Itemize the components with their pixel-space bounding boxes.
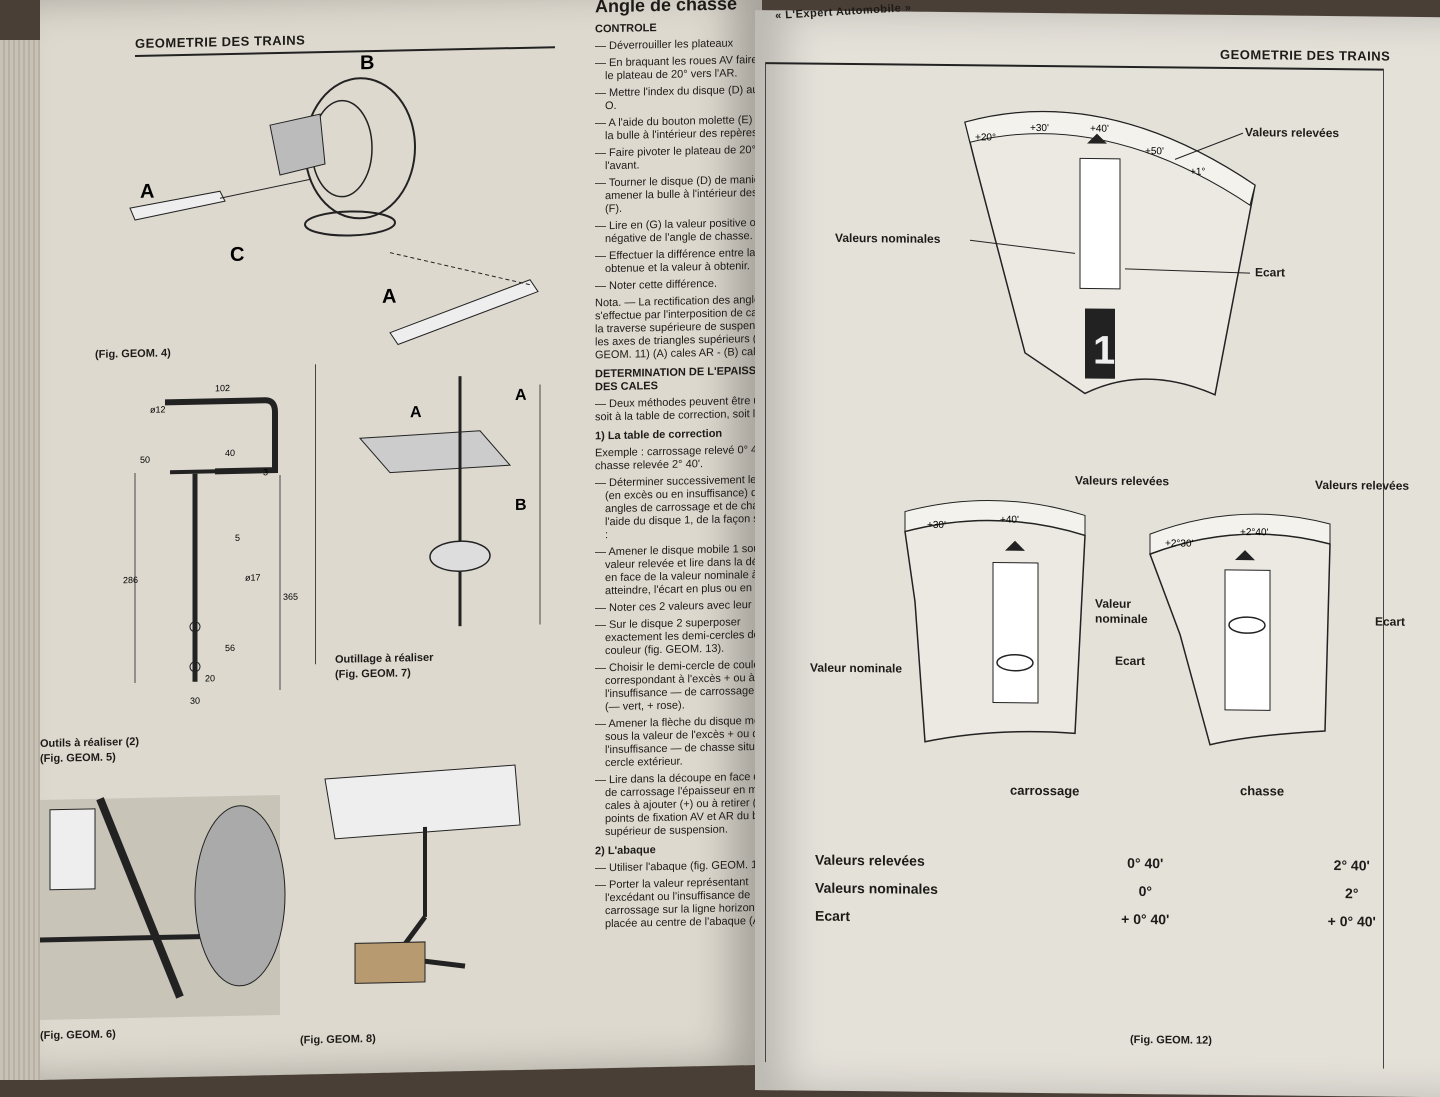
fig4-label-a-bottom: A	[382, 286, 396, 308]
left-page-header: GEOMETRIE DES TRAINS	[135, 32, 305, 51]
chasse-ecart: Ecart	[1375, 614, 1405, 628]
carrossage-value: 0°	[1042, 876, 1248, 906]
fig-geom-7-caption-line2: (Fig. GEOM. 7)	[335, 667, 411, 681]
fig-geom-6-caption: (Fig. GEOM. 6)	[40, 1028, 116, 1042]
chasse-value: 2°	[1249, 878, 1440, 908]
carrossage-value: 0° 40'	[1042, 848, 1248, 878]
table-row: Ecart + 0° 40' + 0° 40'	[815, 902, 1440, 937]
row-label: Ecart	[815, 902, 1042, 932]
fig-geom-8-drawing	[315, 765, 525, 999]
fig7-label-a-right: A	[515, 387, 527, 404]
fig-geom-4-drawing: B A C A	[120, 50, 540, 339]
fig7-label-a-left: A	[410, 404, 422, 421]
fig7-label-b: B	[515, 497, 527, 514]
carrossage-label: carrossage	[1010, 783, 1079, 799]
fig-geom-7-drawing: A A B	[330, 374, 560, 639]
right-header-rule	[765, 62, 1383, 70]
fig4-label-a-top: A	[140, 181, 154, 203]
fig5-dim-286: 286	[123, 575, 138, 585]
page-stack-edge	[0, 40, 44, 1080]
carrossage-value: + 0° 40'	[1042, 904, 1248, 934]
fig5-dim-40: 40	[225, 448, 235, 458]
fig5-dim-365: 365	[283, 592, 298, 602]
chasse-dial: +2°30' +2°40'	[1150, 504, 1350, 756]
chasse-valeur-nominale-line2: nominale	[1095, 612, 1148, 627]
fig-geom-7-caption-line1: Outillage à réaliser	[335, 652, 433, 666]
fig-geom-6-drawing	[40, 785, 280, 1020]
fig5-dim-d17: ø17	[245, 572, 261, 582]
chasse-scale-1: +2°40'	[1240, 527, 1269, 538]
carrossage-dial: +30' +40'	[905, 502, 1105, 754]
fig5-dim-20: 20	[205, 673, 215, 683]
disc-number: 1	[1093, 329, 1115, 373]
right-page: « L'Expert Automobile » GEOMETRIE DES TR…	[755, 10, 1440, 1097]
chasse-valeurs-relevees: Valeurs relevées	[1315, 478, 1409, 493]
row-label: Valeurs relevées	[815, 846, 1042, 876]
top-dial-leaders	[755, 110, 1375, 316]
values-table: Valeurs relevées 0° 40' 2° 40' Valeurs n…	[815, 846, 1440, 937]
fig-geom-12-caption: (Fig. GEOM. 12)	[1130, 1034, 1212, 1047]
fig-geom-8-caption: (Fig. GEOM. 8)	[300, 1033, 376, 1047]
fig5-dim-d12: ø12	[150, 404, 166, 414]
chasse-scale-0: +2°30'	[1165, 538, 1194, 549]
right-page-header: GEOMETRIE DES TRAINS	[1220, 47, 1390, 64]
carrossage-ecart: Ecart	[1115, 654, 1145, 668]
fig5-dim-30: 30	[190, 696, 200, 706]
figure-separator	[315, 364, 316, 664]
row-label: Valeurs nominales	[815, 874, 1042, 904]
fig5-dim-3: 3	[263, 467, 268, 477]
fig5-dim-50: 50	[140, 455, 150, 465]
fig4-label-b: B	[360, 52, 374, 74]
left-page: GEOMETRIE DES TRAINS B A C A (Fig. GEOM.…	[40, 0, 762, 1080]
fig-geom-5-caption-line2: (Fig. GEOM. 5)	[40, 751, 116, 765]
chasse-label: chasse	[1240, 783, 1284, 798]
fig-geom-5-drawing: 102 ø12 40 50 3 5 ø17 286 365 56 20 30	[95, 380, 295, 724]
fig4-label-c: C	[230, 244, 244, 266]
chasse-valeur-nominale-line1: Valeur	[1095, 597, 1131, 611]
carrossage-valeurs-relevees: Valeurs relevées	[1075, 473, 1169, 488]
fig5-dim-5: 5	[235, 533, 240, 543]
chasse-value: + 0° 40'	[1249, 906, 1440, 936]
carrossage-scale-1: +40'	[1000, 515, 1019, 526]
fig5-dim-102: 102	[215, 383, 230, 393]
fig-geom-5-caption-line1: Outils à réaliser (2)	[40, 736, 139, 750]
carrossage-scale-0: +30'	[927, 520, 946, 531]
carrossage-valeur-nominale: Valeur nominale	[810, 661, 902, 676]
chasse-value: 2° 40'	[1249, 850, 1440, 880]
fig-geom-4-caption: (Fig. GEOM. 4)	[95, 347, 171, 361]
fig5-dim-56: 56	[225, 643, 235, 653]
